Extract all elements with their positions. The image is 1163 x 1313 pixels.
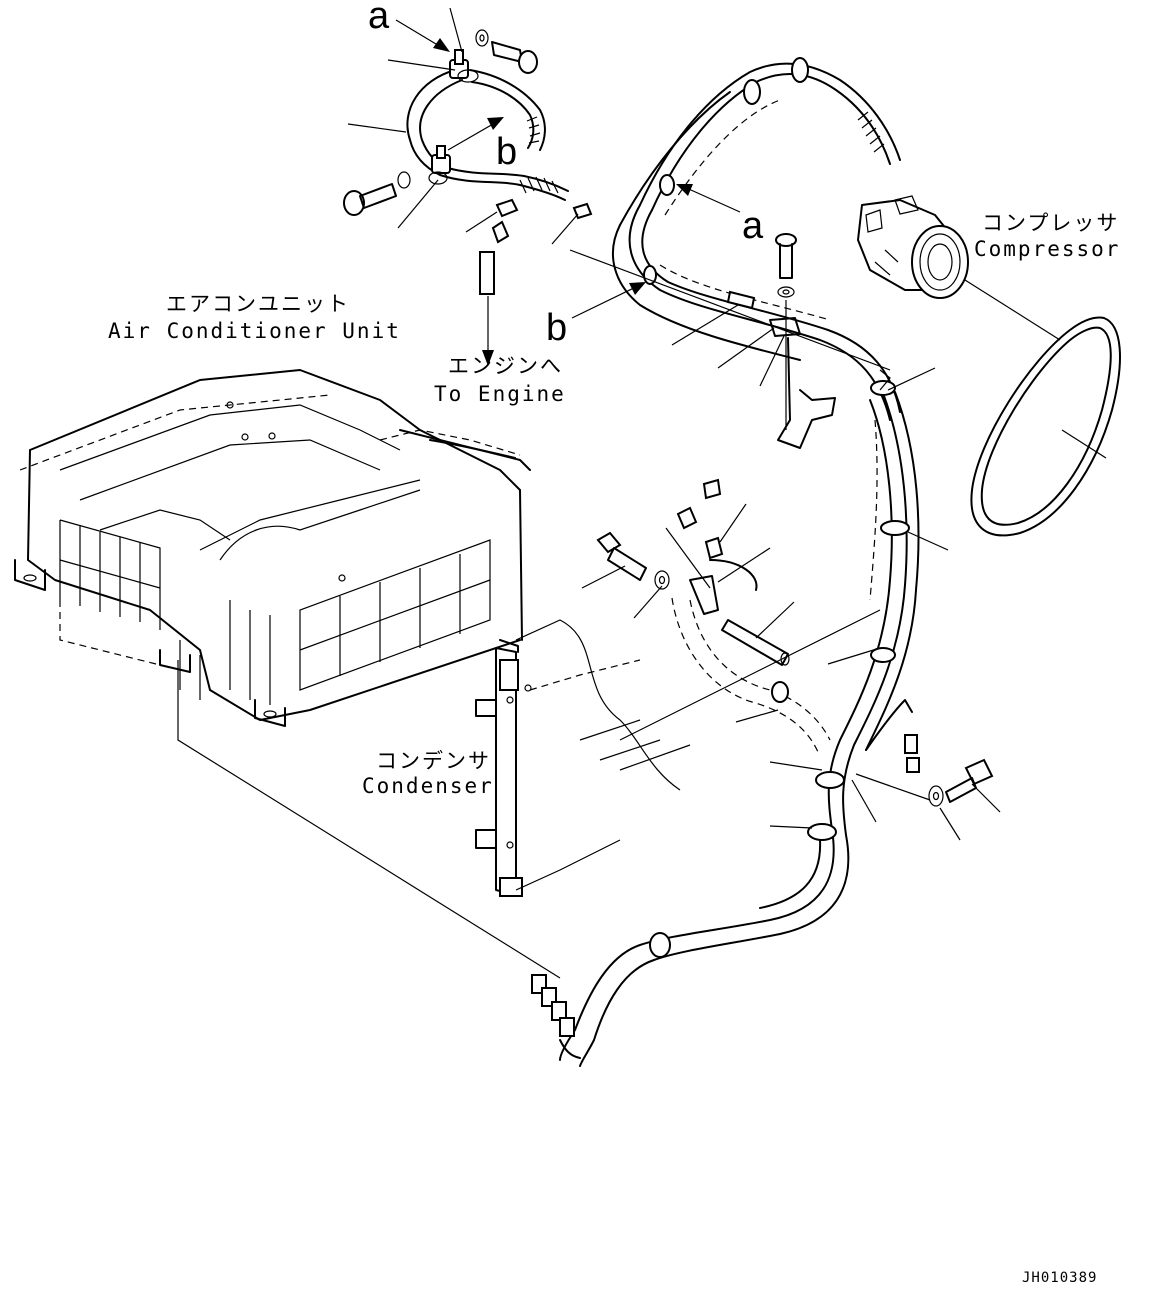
condenser (475, 619, 691, 897)
leader-line (633, 585, 663, 619)
compressor (857, 195, 969, 299)
condenser-label-jp: コンデンサ (376, 749, 491, 773)
leader-line (755, 601, 795, 639)
leader-line (665, 527, 711, 589)
leader-line (907, 531, 949, 551)
arrow-icon (447, 117, 504, 151)
washer-icon (928, 785, 944, 807)
leader-line (855, 773, 931, 801)
arrow-icon (482, 296, 494, 366)
clamp-icon (449, 49, 479, 83)
bolt-icon (775, 233, 797, 279)
leader-line (827, 647, 881, 665)
drawing-code: JH010389 (1022, 1270, 1097, 1286)
engine-label-jp: エンジンへ (448, 354, 563, 378)
hose-end-fittings (531, 974, 581, 1059)
arrow-icon (571, 282, 646, 319)
leader-line (581, 565, 626, 589)
leader-line (717, 327, 775, 369)
leader-line (769, 825, 813, 829)
leader-line (671, 304, 739, 346)
connection-line (177, 660, 561, 979)
leader-line (759, 335, 785, 387)
leader-line (719, 503, 747, 543)
leader-line (939, 807, 961, 841)
belt-icon (970, 316, 1121, 537)
leader-line (769, 761, 823, 771)
clamp-icon (428, 145, 451, 185)
reference-letter-a-top: a (368, 0, 390, 37)
ac-unit-label-en: Air Conditioner Unit (108, 319, 401, 343)
bolt-icon (475, 29, 538, 74)
bolt-icon (945, 758, 994, 803)
ac-unit-label-jp: エアコンユニット (166, 292, 350, 316)
air-conditioner-unit (14, 369, 531, 727)
compressor-label-en: Compressor (974, 237, 1120, 261)
bolt-icon (343, 171, 411, 216)
leader-line (851, 779, 877, 823)
leader-line (1061, 429, 1107, 459)
reference-letter-b-top: b (496, 131, 517, 173)
compressor-label-jp: コンプレッサ (982, 211, 1119, 235)
leader-line (971, 783, 1001, 813)
connection-line (619, 609, 881, 741)
leader-line (964, 279, 1061, 341)
bracket-assembly (726, 233, 836, 449)
fittings-cluster (596, 478, 790, 666)
hose-fitting-ribbed (519, 116, 559, 194)
washer-icon (777, 286, 795, 298)
engine-label-en: To Engine (434, 382, 566, 406)
arrow-icon (676, 184, 741, 213)
clamp-icon (643, 57, 910, 958)
leader-line (887, 367, 936, 391)
reference-letter-b-main: b (546, 307, 567, 349)
reference-letter-a-main: a (742, 205, 764, 247)
connection-line (569, 249, 891, 371)
bolt-icon (596, 531, 647, 581)
refrigerant-hose-routing (531, 57, 920, 1067)
arrow-icon (395, 19, 450, 52)
condenser-label-en: Condenser (362, 774, 494, 798)
connection-line (879, 369, 891, 391)
leader-line (717, 547, 771, 583)
hose-detail-assembly (343, 7, 593, 366)
washer-icon (654, 570, 670, 590)
fitting-nut (479, 198, 593, 295)
leader-line (735, 709, 779, 723)
